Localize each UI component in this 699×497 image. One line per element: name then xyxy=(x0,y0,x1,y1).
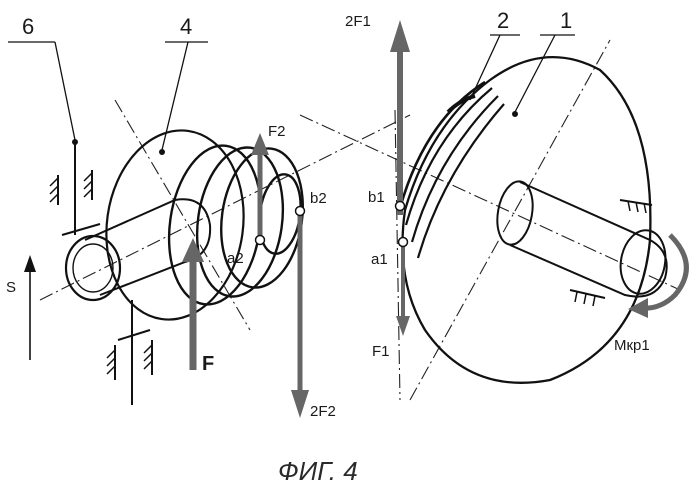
label-point-a1: a1 xyxy=(371,251,388,268)
point-b1-marker xyxy=(396,202,405,211)
label-torque: Мкр1 xyxy=(614,337,650,354)
label-part-2: 2 xyxy=(497,8,509,33)
label-point-a2: a2 xyxy=(227,250,244,267)
label-force-f: F xyxy=(202,353,214,375)
label-point-b2: b2 xyxy=(310,190,327,207)
label-point-b1: b1 xyxy=(368,189,385,206)
force-f2-arrow xyxy=(251,133,269,242)
figure-caption: ФИГ. 4 xyxy=(278,456,358,486)
part-1-leader xyxy=(512,35,575,117)
label-part-4: 4 xyxy=(180,14,192,39)
part-6-leader xyxy=(8,42,78,145)
label-force-f2: F2 xyxy=(268,123,286,140)
part-1-disc-assembly xyxy=(400,57,670,383)
label-force-f1: F1 xyxy=(372,343,390,360)
shift-s-arrow xyxy=(24,255,36,360)
label-force-2f2: 2F2 xyxy=(310,403,336,420)
point-a1-marker xyxy=(399,238,408,247)
label-part-6: 6 xyxy=(22,14,34,39)
center-lines xyxy=(40,40,680,400)
label-force-2f1: 2F1 xyxy=(345,13,371,30)
torque-arrow xyxy=(628,235,686,318)
label-part-1: 1 xyxy=(560,8,572,33)
point-b2-marker xyxy=(296,207,305,216)
point-a2-marker xyxy=(256,236,265,245)
label-shift-s: S xyxy=(6,279,16,296)
force-2f2-arrow xyxy=(291,212,309,418)
part-4-leader xyxy=(159,42,208,155)
